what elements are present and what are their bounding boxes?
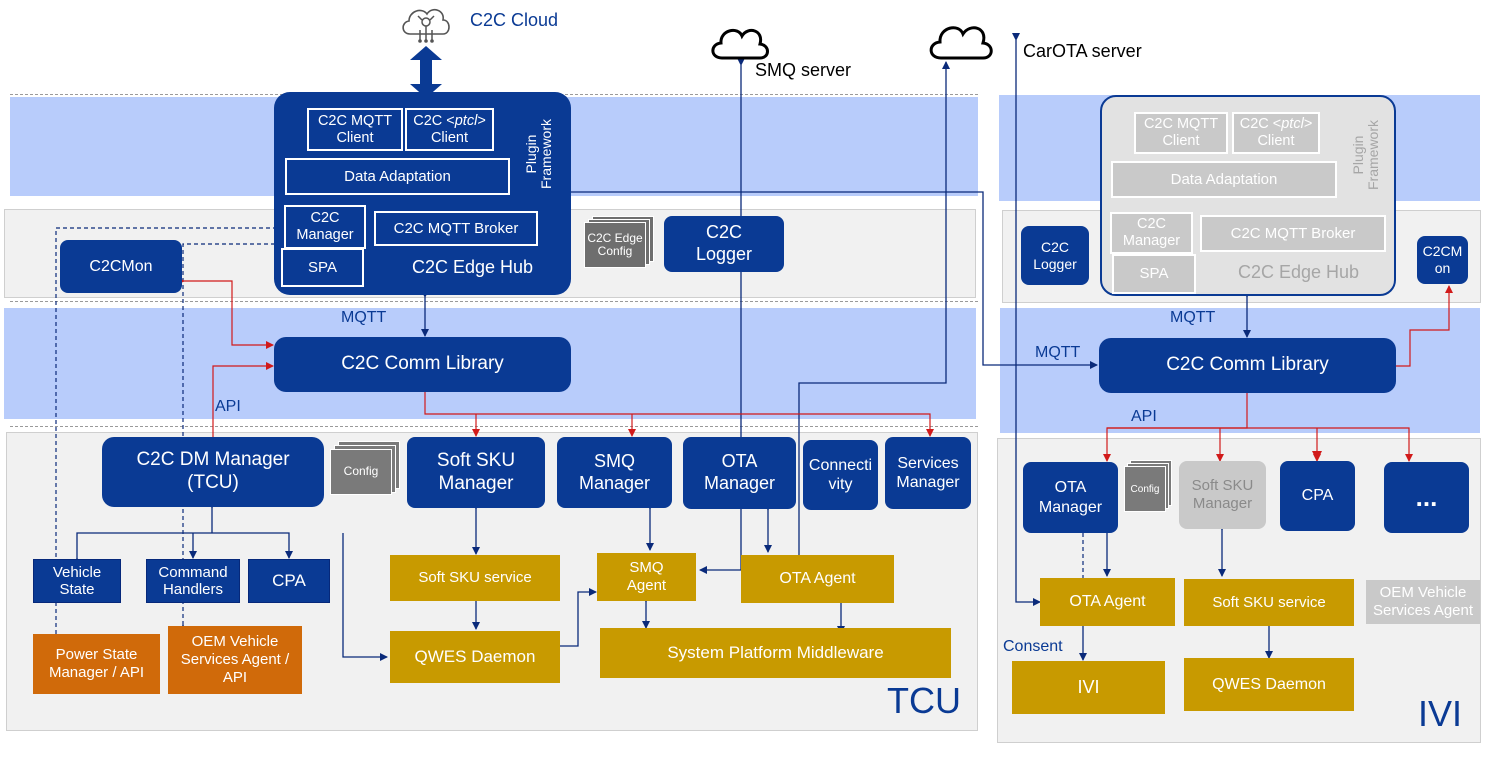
tcu-soft-sku-manager[interactable]: Soft SKU Manager	[407, 437, 545, 508]
tcu-ptcl-client[interactable]: C2C <ptcl> Client	[405, 108, 494, 151]
tcu-spa[interactable]: SPA	[281, 248, 364, 287]
ivi-ota-manager[interactable]: OTA Manager	[1023, 462, 1118, 533]
tcu-command-handlers[interactable]: Command Handlers	[146, 559, 240, 603]
ivi-soft-sku-service[interactable]: Soft SKU service	[1184, 579, 1354, 626]
ivi-mqtt-client[interactable]: C2C MQTT Client	[1134, 112, 1228, 154]
ivi-ota-agent[interactable]: OTA Agent	[1040, 578, 1175, 626]
tcu-connectivity[interactable]: Connecti vity	[803, 440, 878, 510]
ivi-comm-library[interactable]: C2C Comm Library	[1099, 338, 1396, 393]
cloud-network-icon	[402, 8, 450, 43]
tcu-region-label: TCU	[887, 680, 961, 721]
ivi-c2c-manager[interactable]: C2C Manager	[1110, 212, 1193, 254]
ivi-plugin-framework: Plugin Framework	[1349, 119, 1381, 190]
ivi-mqtt-label: MQTT	[1170, 309, 1216, 326]
tcu-system-platform-middleware[interactable]: System Platform Middleware	[600, 628, 951, 678]
tcu-services-manager[interactable]: Services Manager	[885, 437, 971, 509]
ivi-spa[interactable]: SPA	[1112, 254, 1196, 294]
tcu-c2c-logger[interactable]: C2C Logger	[664, 216, 784, 272]
tcu-cpa[interactable]: CPA	[248, 559, 330, 603]
c2c-cloud-label: C2C Cloud	[470, 10, 559, 30]
tcu-edge-config: C2C Edge Config	[584, 216, 654, 268]
tcu-ota-manager[interactable]: OTA Manager	[683, 437, 796, 509]
ivi-c2c-logger[interactable]: C2C Logger	[1021, 226, 1089, 285]
tcu-vehicle-state[interactable]: Vehicle State	[33, 559, 121, 603]
ivi-mqtt-broker[interactable]: C2C MQTT Broker	[1200, 215, 1386, 252]
ivi-mqtt-label-left: MQTT	[1035, 344, 1081, 361]
tcu-power-state-manager[interactable]: Power State Manager / API	[33, 634, 160, 694]
tcu-data-adaptation[interactable]: Data Adaptation	[285, 158, 510, 195]
tcu-mqtt-broker[interactable]: C2C MQTT Broker	[374, 211, 538, 246]
tcu-api-label: API	[215, 398, 241, 415]
ivi-more[interactable]: ...	[1384, 462, 1469, 533]
ivi-qwes-daemon[interactable]: QWES Daemon	[1184, 658, 1354, 711]
ivi-config: Config	[1124, 460, 1172, 515]
ivi-api-label: API	[1131, 408, 1157, 425]
ivi-region-label: IVI	[1418, 693, 1463, 734]
smq-cloud-icon	[711, 28, 769, 60]
ivi-oem-vehicle-services-agent[interactable]: OEM Vehicle Services Agent	[1366, 580, 1480, 624]
tcu-ota-agent[interactable]: OTA Agent	[741, 555, 894, 603]
smq-server-label: SMQ server	[755, 60, 852, 80]
ivi-edge-hub[interactable]: C2C MQTT Client C2C <ptcl> Client Plugin…	[1100, 95, 1396, 296]
tcu-mqtt-label: MQTT	[341, 309, 387, 326]
ivi-cpa[interactable]: CPA	[1280, 461, 1355, 531]
double-arrow-icon	[410, 46, 442, 98]
tcu-comm-library[interactable]: C2C Comm Library	[274, 337, 571, 392]
ivi-c2cmon[interactable]: C2CM on	[1417, 236, 1468, 284]
edge-config-doc-icon: C2C Edge Config	[584, 222, 646, 268]
tcu-soft-sku-service[interactable]: Soft SKU service	[390, 555, 560, 601]
ivi-soft-sku-manager[interactable]: Soft SKU Manager	[1179, 461, 1266, 529]
divider	[10, 301, 978, 302]
tcu-qwes-daemon[interactable]: QWES Daemon	[390, 631, 560, 683]
tcu-edge-hub-title: C2C Edge Hub	[412, 257, 534, 277]
tcu-config: Config	[330, 441, 400, 497]
carota-server-label: CarOTA server	[1023, 41, 1142, 61]
carota-cloud-icon	[929, 26, 993, 60]
tcu-dm-manager[interactable]: C2C DM Manager (TCU)	[102, 437, 324, 507]
tcu-edge-hub[interactable]: C2C MQTT Client C2C <ptcl> Client Plugin…	[274, 92, 571, 295]
ivi-ivi-box[interactable]: IVI	[1012, 661, 1165, 714]
config-doc-icon: Config	[1124, 466, 1166, 512]
tcu-c2cmon[interactable]: C2CMon	[60, 240, 182, 293]
tcu-oem-vehicle-services-agent[interactable]: OEM Vehicle Services Agent / API	[168, 626, 302, 694]
ivi-edge-hub-title: C2C Edge Hub	[1238, 262, 1360, 282]
ivi-data-adaptation[interactable]: Data Adaptation	[1111, 161, 1337, 198]
ivi-ptcl-client[interactable]: C2C <ptcl> Client	[1232, 112, 1320, 154]
tcu-smq-agent[interactable]: SMQ Agent	[597, 553, 696, 601]
ivi-consent-label: Consent	[1003, 638, 1063, 655]
tcu-mqtt-client[interactable]: C2C MQTT Client	[307, 108, 403, 151]
tcu-c2c-manager[interactable]: C2C Manager	[284, 205, 366, 249]
config-doc-icon: Config	[330, 449, 392, 495]
tcu-plugin-framework: Plugin Framework	[522, 118, 554, 189]
tcu-smq-manager[interactable]: SMQ Manager	[557, 437, 672, 508]
